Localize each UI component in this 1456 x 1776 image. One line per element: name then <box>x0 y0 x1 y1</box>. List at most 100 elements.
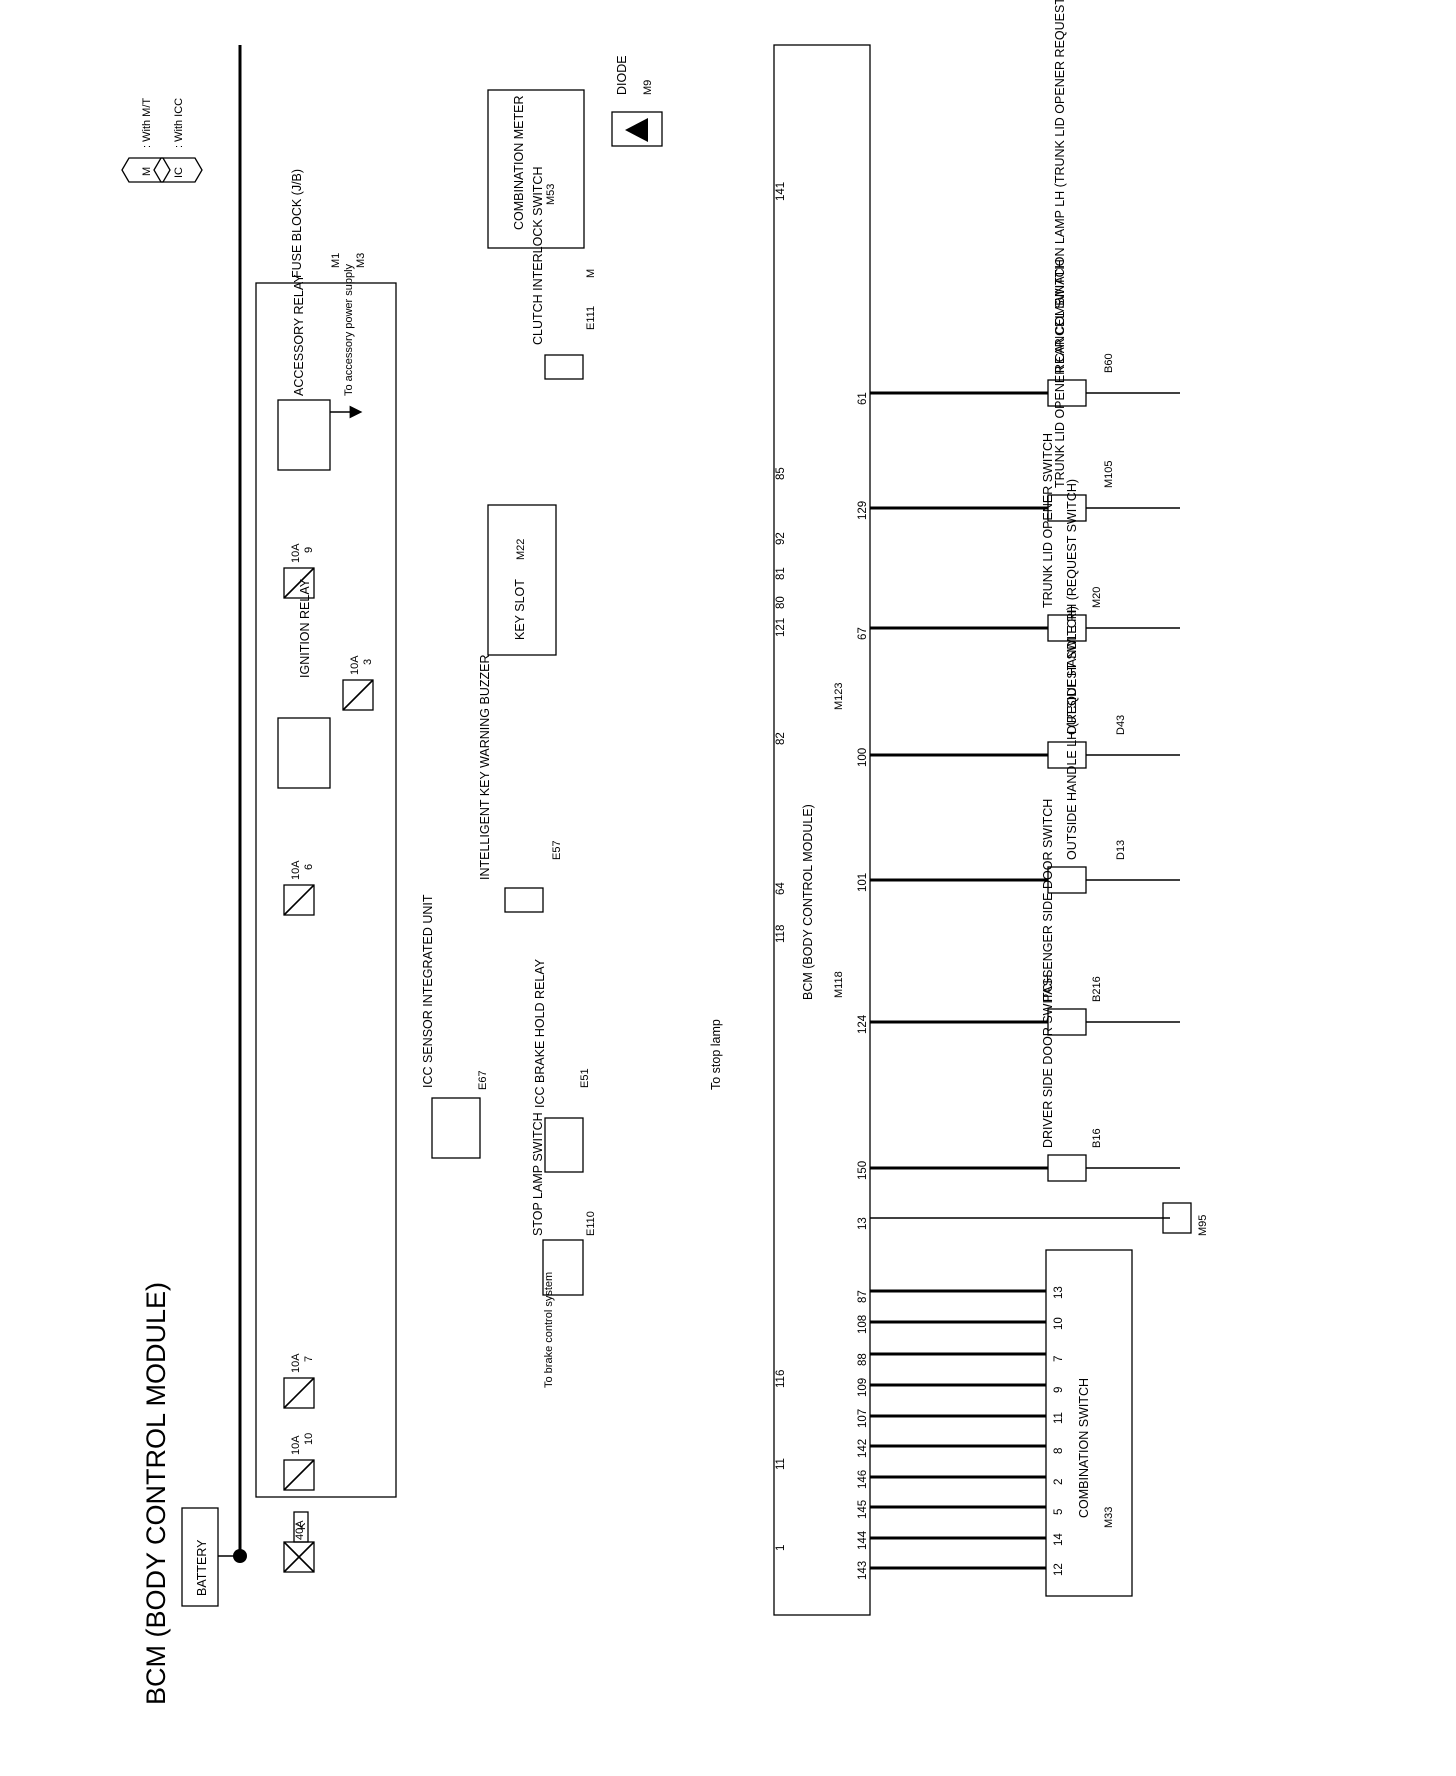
fuse-10a-6-body <box>283 884 315 916</box>
legend-text-ic: : With ICC <box>173 98 185 148</box>
fuse-10a-7-id: 7 <box>303 1356 315 1362</box>
fuse-40a-k-cross-b <box>283 1541 315 1573</box>
fuse-10a-3-rating: 10A <box>349 655 361 675</box>
fuse-40a-k: 40A K <box>283 1511 315 1573</box>
bcm-bottom-pin-145: 145 <box>857 1500 869 1519</box>
diode-connector: M9 <box>642 80 654 95</box>
bcm-top-pin-141: 141 <box>775 182 787 201</box>
fuse-40a-k-rating: 40A <box>294 1520 306 1540</box>
bcm-bottom-pin-142: 142 <box>857 1439 869 1458</box>
fuse-40a-k-id: K <box>296 1522 308 1530</box>
clutch-switch-option: M <box>585 269 597 278</box>
combination-switch-box <box>1045 1249 1133 1597</box>
icc-and-brake: ICC SENSOR INTEGRATED UNIT E67 ICC BRAKE… <box>421 894 723 1388</box>
legend-code-ic: IC <box>173 167 185 178</box>
key-slot: KEY SLOT M22 <box>487 504 557 656</box>
diode-box <box>611 111 663 147</box>
fuse-10a-7-body <box>283 1377 315 1409</box>
switch-label: DRIVER SIDE DOOR SWITCH <box>1041 974 1055 1148</box>
combination-meter: COMBINATION METER M53 <box>487 89 585 249</box>
combination-meter-connector: M53 <box>545 184 557 205</box>
fuse-10a-7: 10A 7 <box>283 1353 315 1409</box>
switch-connector: B60 <box>1103 353 1115 373</box>
switch-body <box>1047 1154 1087 1182</box>
switch-label: OUTSIDE HANDLE RH (REQUEST SWITCH) <box>1065 479 1079 735</box>
to-brake-label: To brake control system <box>543 1272 555 1388</box>
legend-marker-ic <box>153 157 203 183</box>
bcm-top-pin-64: 64 <box>775 882 787 895</box>
ground-connector-label: M95 <box>1197 1215 1209 1236</box>
legend-code-m: M <box>141 167 153 176</box>
buzzer-connector: E57 <box>551 840 563 860</box>
bcm-bottom-pin-67: 67 <box>857 627 869 640</box>
bcm: BCM (BODY CONTROL MODULE) M118 M123 <box>773 44 871 1616</box>
combination-switch-pin-14: 14 <box>1053 1533 1065 1546</box>
bcm-top-pin-121: 121 <box>775 618 787 637</box>
bcm-bottom-pin-88: 88 <box>857 1353 869 1366</box>
combination-switch-connector: M33 <box>1103 1507 1115 1528</box>
clutch-switch: CLUTCH INTERLOCK SWITCH E111 M <box>531 167 597 380</box>
combination-switch-label: COMBINATION SWITCH <box>1077 1378 1091 1518</box>
fuse-10a-3: 10A 3 <box>342 655 374 711</box>
bcm-bottom-pin-61: 61 <box>857 392 869 405</box>
fuse-10a-9-id: 9 <box>303 547 315 553</box>
fuse-10a-10: 10A 10 <box>283 1433 315 1491</box>
diode-label: DIODE <box>615 55 629 95</box>
ignition-relay-label: IGNITION RELAY <box>298 578 312 678</box>
switch-label: OUTSIDE HANDLE LH (REQUEST SWITCH) <box>1065 606 1079 860</box>
fuse-10a-3-body <box>342 679 374 711</box>
fuse-10a-3-id: 3 <box>362 659 374 665</box>
ignition-relay: IGNITION RELAY <box>277 578 331 789</box>
icc-brake-relay-connector: E51 <box>579 1068 591 1088</box>
relays: IGNITION RELAY ACCESSORY RELAY To access… <box>277 263 363 789</box>
fuse-block: FUSE BLOCK (J/B) M1 M3 <box>255 169 397 1498</box>
fuses: 40A K 10A 10 10A 7 10A 6 10A 3 <box>283 543 374 1573</box>
ground-connector-box <box>1162 1202 1192 1234</box>
accessory-relay: ACCESSORY RELAY To accessory power suppl… <box>277 263 363 471</box>
combination-switch-pin-10: 10 <box>1053 1317 1065 1330</box>
bcm-bottom-pin-124: 124 <box>857 1014 869 1034</box>
fuse-10a-10-rating: 10A <box>290 1435 302 1455</box>
junction-battery <box>233 1549 247 1563</box>
bcm-bottom-pin-144: 144 <box>857 1530 869 1550</box>
fuse-10a-9-body <box>283 567 315 599</box>
bcm-top-pin-81: 81 <box>775 567 787 580</box>
legend: M : With M/T IC : With ICC <box>121 98 203 183</box>
battery-label: BATTERY <box>195 1539 209 1596</box>
accessory-relay-label: ACCESSORY RELAY <box>292 274 306 396</box>
bcm-top-pin-92: 92 <box>775 532 787 545</box>
combination-switch: COMBINATION SWITCH M33 <box>1045 1249 1133 1597</box>
bcm-top-pin-116: 116 <box>775 1370 787 1388</box>
key-slot-label: KEY SLOT <box>513 579 527 640</box>
clutch-switch-label: CLUTCH INTERLOCK SWITCH <box>531 167 545 345</box>
switch-label: TRUNK LID OPENER CANCEL SWITCH <box>1053 259 1067 488</box>
bcm-top-pin-1: 1 <box>775 1545 787 1551</box>
combination-switch-pin-7: 7 <box>1053 1356 1065 1362</box>
fuse-10a-3-element <box>342 679 374 711</box>
ground-connector-group: M95 <box>870 1202 1209 1236</box>
page-title: BCM (BODY CONTROL MODULE) <box>141 1282 171 1705</box>
fuse-10a-10-body <box>283 1459 315 1491</box>
fuse-block-outline <box>255 282 397 1498</box>
fuse-block-connector-m3: M3 <box>355 253 367 268</box>
combination-meter-box <box>487 89 585 249</box>
fuse-10a-6: 10A 6 <box>283 860 315 916</box>
icc-brake-relay-body <box>544 1117 584 1173</box>
combination-switch-pin-2: 2 <box>1053 1479 1065 1485</box>
combination-switch-pin-5: 5 <box>1053 1509 1065 1515</box>
combination-switch-pin-13: 13 <box>1053 1286 1065 1299</box>
bcm-box <box>773 44 871 1616</box>
bcm-label: BCM (BODY CONTROL MODULE) <box>801 804 815 1000</box>
buzzer-body <box>504 887 544 913</box>
fuse-10a-9: 10A 9 <box>283 543 315 599</box>
accessory-relay-body <box>277 399 331 471</box>
icc-sensor-connector: E67 <box>477 1070 489 1090</box>
combination-switch-pin-12: 12 <box>1053 1563 1065 1576</box>
battery-section: BATTERY <box>181 45 247 1607</box>
accessory-note: To accessory power supply <box>343 263 355 396</box>
switch-connector: D13 <box>1115 840 1127 860</box>
